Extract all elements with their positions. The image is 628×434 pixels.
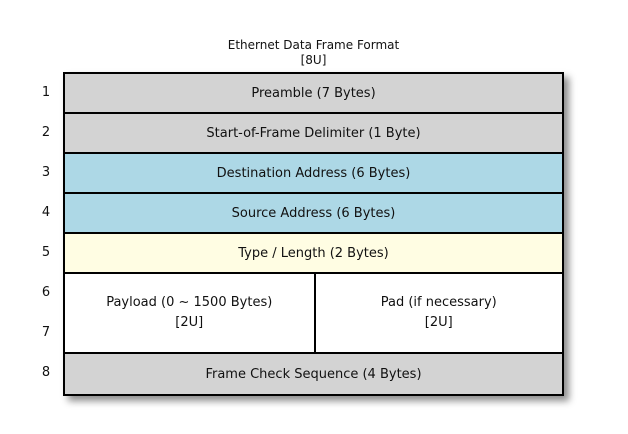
ethernet-frame-table: Preamble (7 Bytes) Start-of-Frame Delimi… (63, 72, 564, 396)
cell-payload-line-1: Payload (0 ~ 1500 Bytes) (106, 295, 273, 310)
cell-payload-line-2: [2U] (175, 315, 204, 330)
title-line-2: [8U] (300, 53, 327, 67)
row-number-4: 4 (41, 205, 51, 220)
cell-pad-line-2: [2U] (424, 315, 453, 330)
row-sfd-label: Start-of-Frame Delimiter (1 Byte) (206, 125, 421, 141)
row-sfd: Start-of-Frame Delimiter (1 Byte) (65, 114, 562, 154)
row-source-address: Source Address (6 Bytes) (65, 194, 562, 234)
row-number-6: 6 (41, 285, 51, 300)
row-frame-check-sequence: Frame Check Sequence (4 Bytes) (65, 354, 562, 394)
row-number-2: 2 (41, 125, 51, 140)
row-number-3: 3 (41, 165, 51, 180)
row-destination-address-label: Destination Address (6 Bytes) (216, 165, 411, 181)
row-type-length: Type / Length (2 Bytes) (65, 234, 562, 274)
row-preamble-label: Preamble (7 Bytes) (251, 85, 376, 101)
row-source-address-label: Source Address (6 Bytes) (231, 205, 396, 221)
row-number-1: 1 (41, 85, 51, 100)
row-preamble: Preamble (7 Bytes) (65, 74, 562, 114)
diagram-title: Ethernet Data Frame Format [8U] (63, 38, 564, 68)
cell-pad-line-1: Pad (if necessary) (380, 295, 497, 310)
row-frame-check-sequence-label: Frame Check Sequence (4 Bytes) (205, 366, 422, 382)
title-line-1: Ethernet Data Frame Format (227, 38, 400, 52)
row-number-8: 8 (41, 365, 51, 380)
cell-pad: Pad (if necessary) [2U] (313, 274, 562, 352)
row-payload-pad: Payload (0 ~ 1500 Bytes) [2U] Pad (if ne… (65, 274, 562, 354)
row-destination-address: Destination Address (6 Bytes) (65, 154, 562, 194)
row-number-7: 7 (41, 325, 51, 340)
row-type-length-label: Type / Length (2 Bytes) (238, 245, 389, 261)
row-number-5: 5 (41, 245, 51, 260)
cell-payload: Payload (0 ~ 1500 Bytes) [2U] (65, 274, 314, 352)
